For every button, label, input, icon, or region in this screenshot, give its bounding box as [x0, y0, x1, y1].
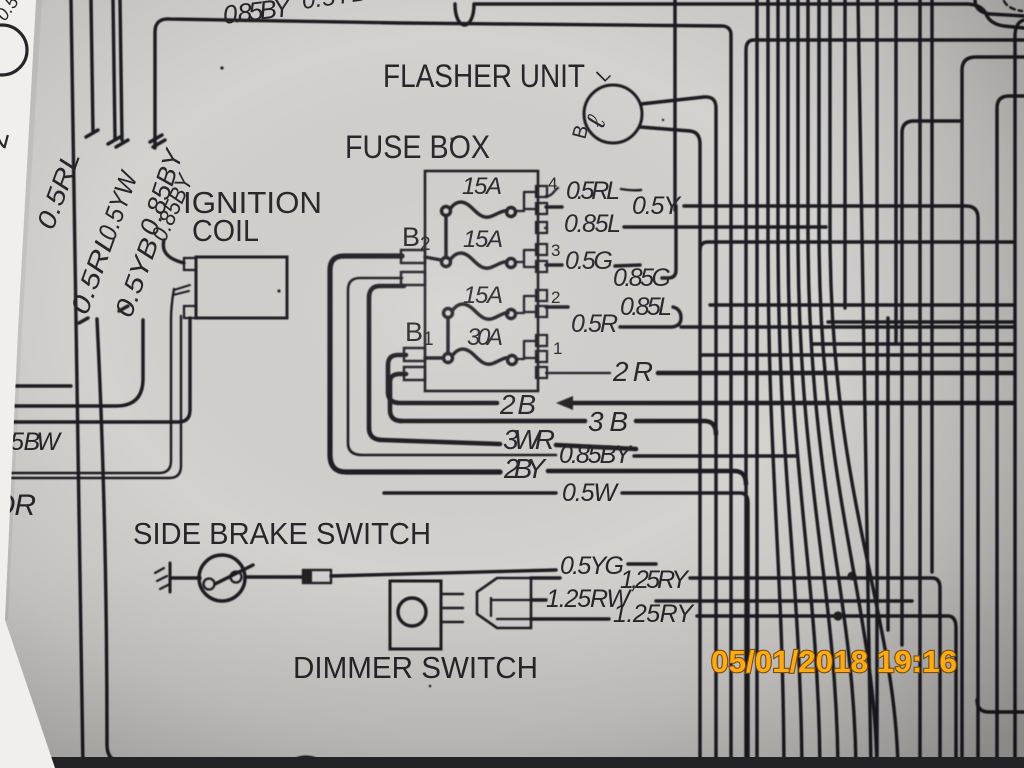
- svg-text:05/01/2018 19:16: 05/01/2018 19:16: [711, 644, 957, 679]
